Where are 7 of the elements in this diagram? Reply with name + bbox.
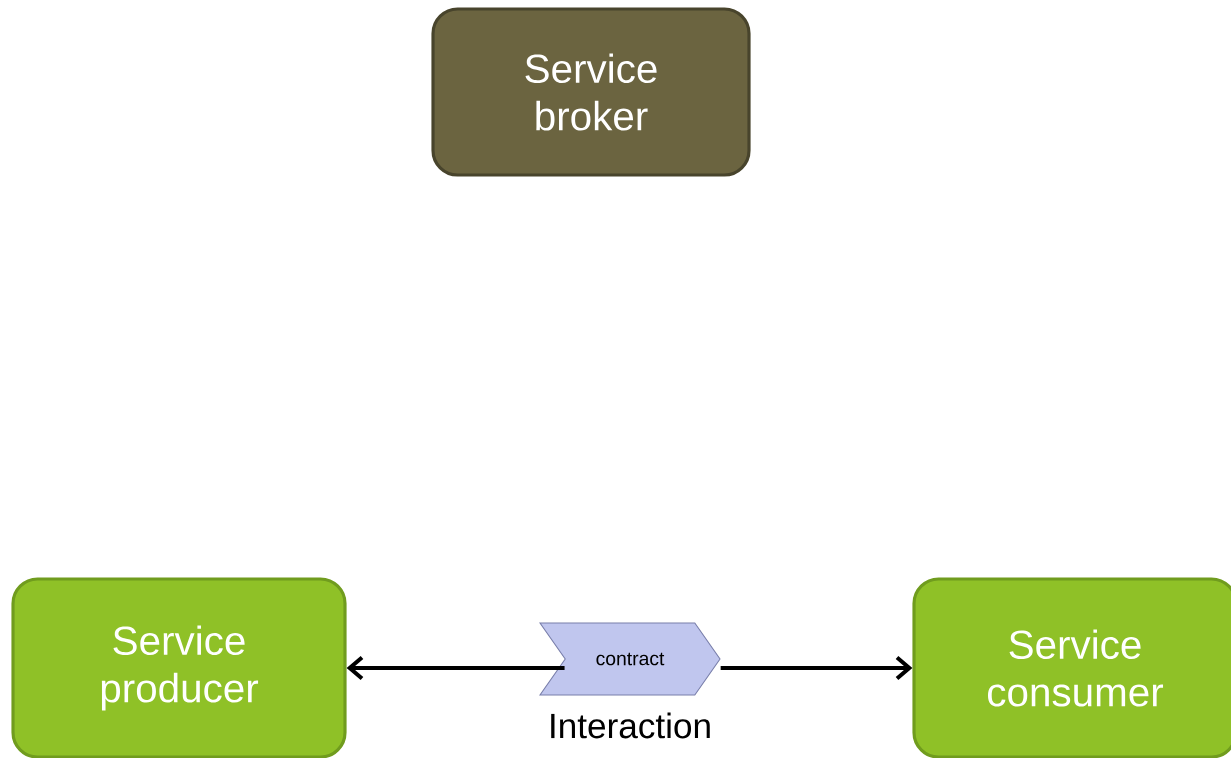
arrow (346, 655, 565, 681)
arrow (720, 655, 913, 681)
broker-box: Service broker (431, 7, 751, 177)
service-box: Service producer (11, 577, 347, 758)
contract-chevron: contract (539, 622, 721, 696)
beside-label: Interaction (551, 712, 710, 739)
service-box: Service consumer (912, 577, 1231, 758)
